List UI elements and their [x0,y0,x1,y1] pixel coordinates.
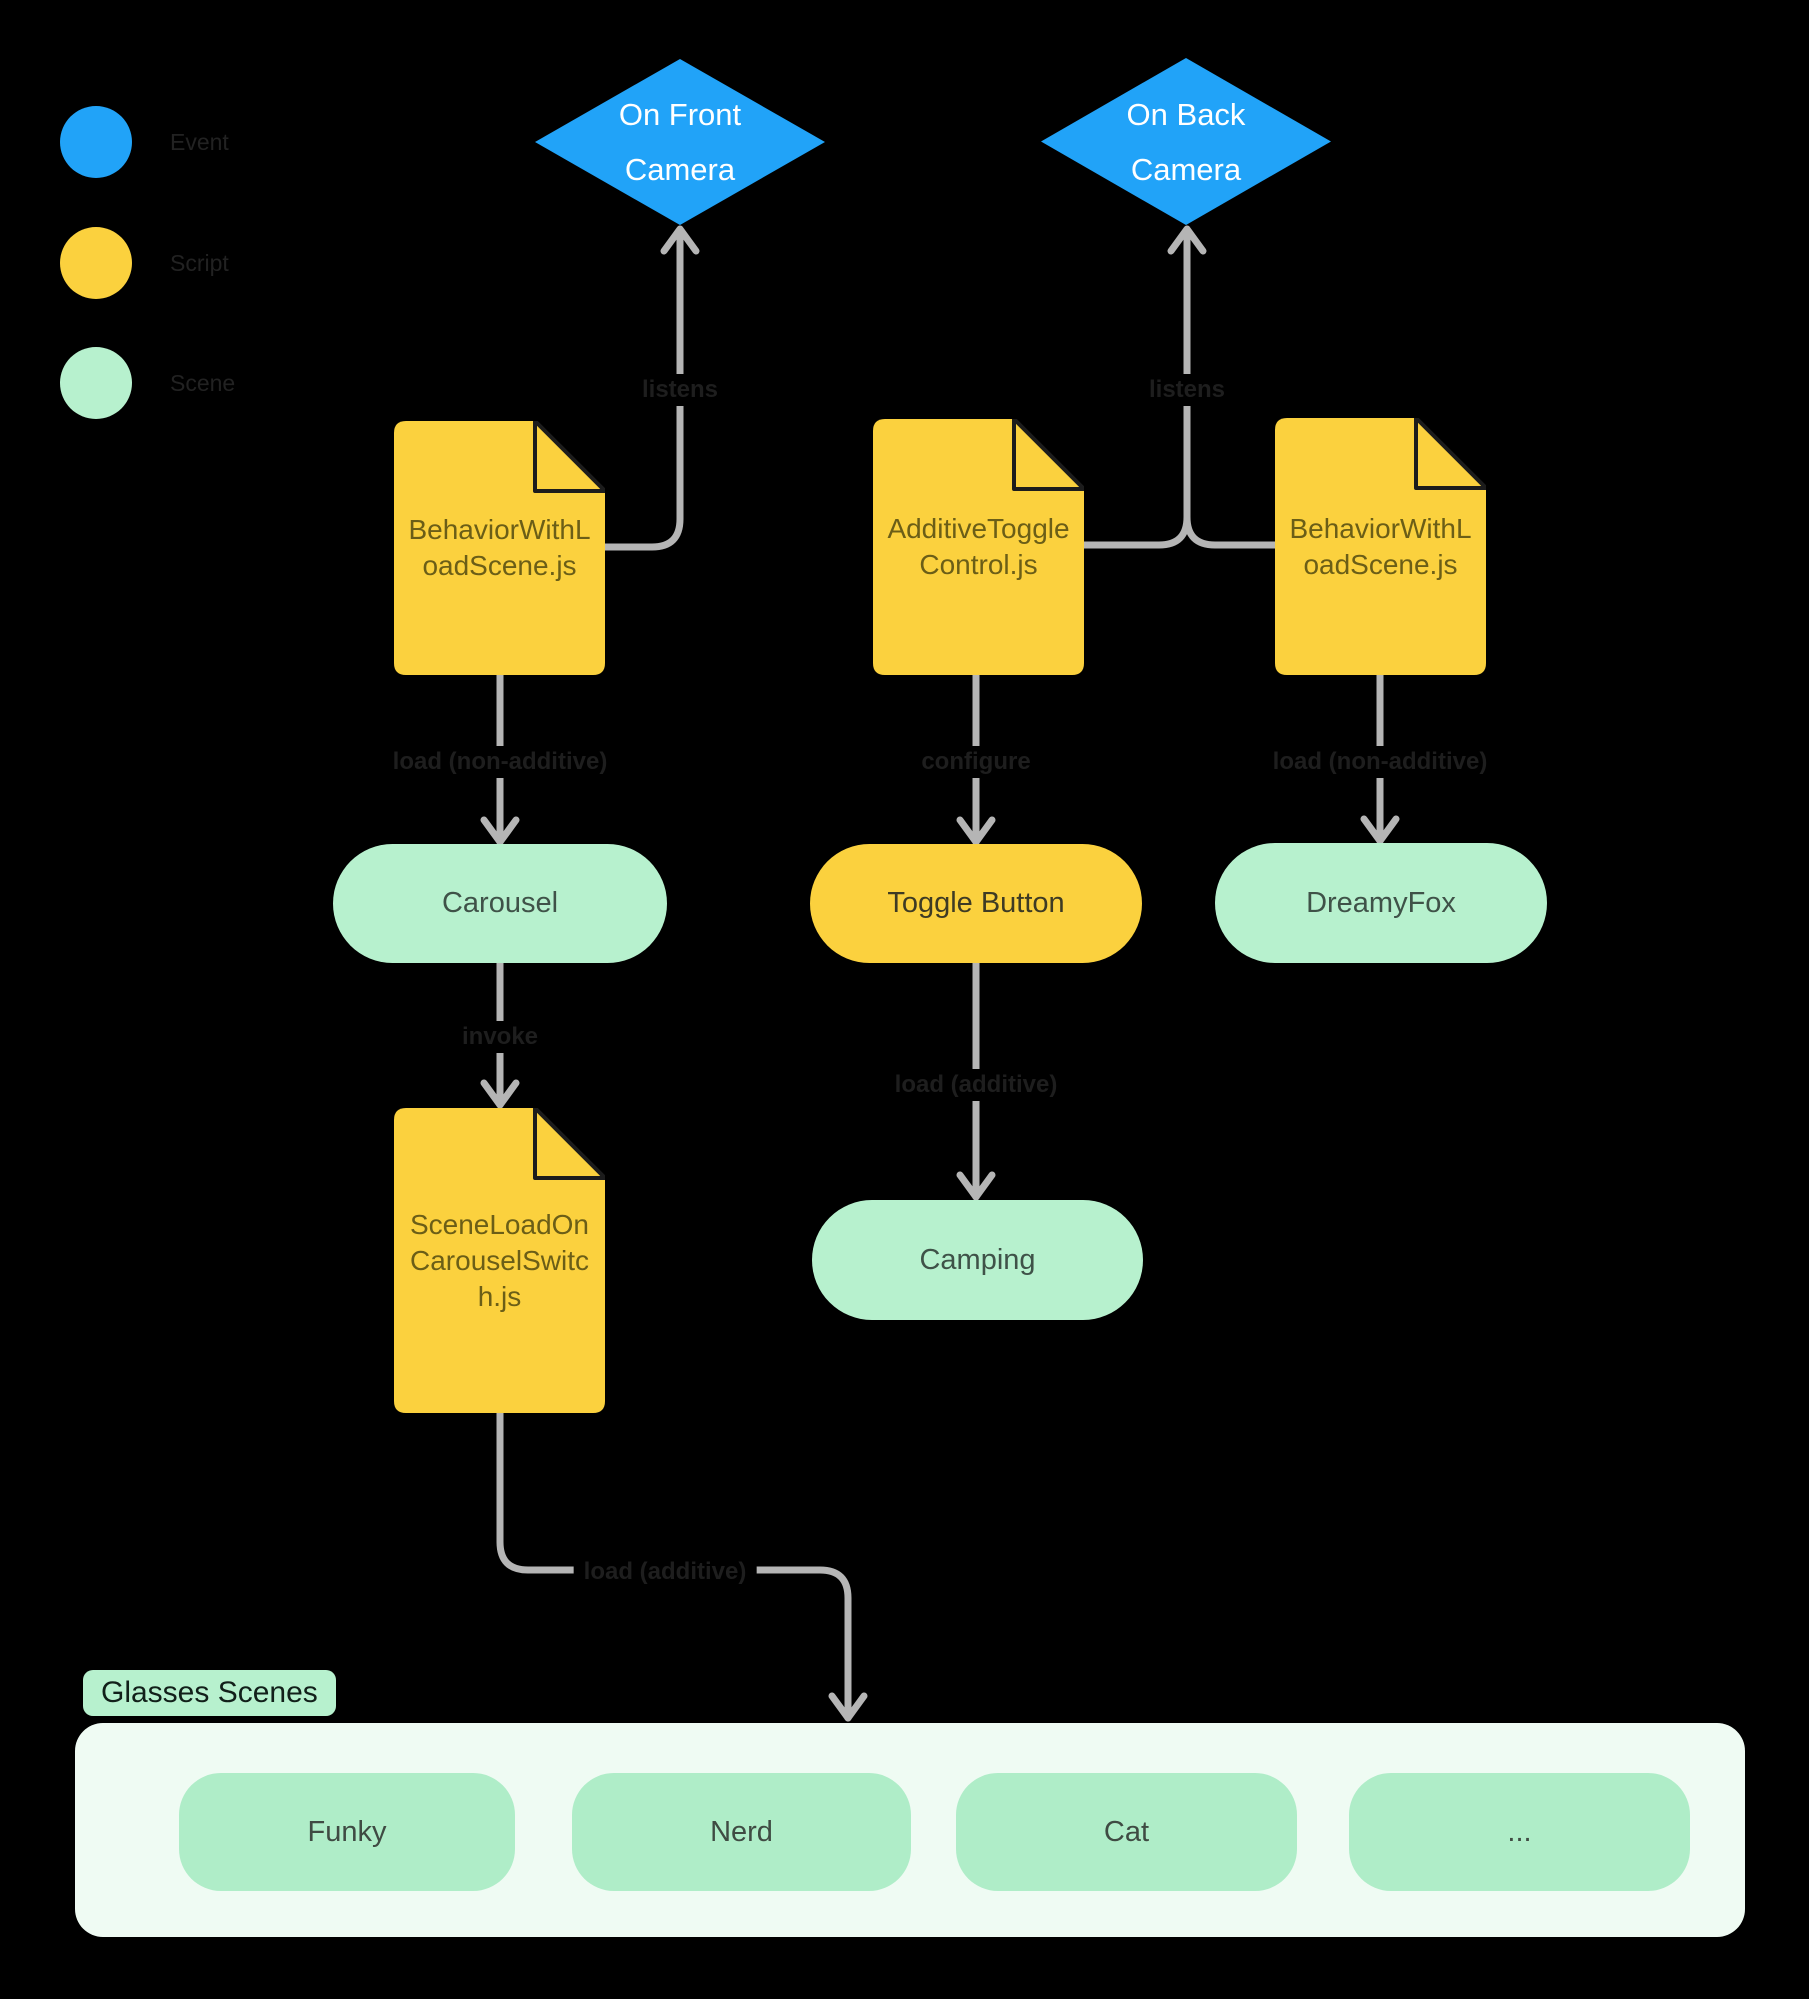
legend-label-event: Event [170,128,229,155]
arrowhead-sceneload [480,1079,520,1109]
edge-label-configure: configure [911,746,1041,778]
glasses-scenes-title: Glasses Scenes [83,1670,336,1716]
script-label: BehaviorWithL oadScene.js [408,514,591,581]
arrowhead-up-front [660,225,700,255]
legend-item-scene: Scene [60,347,235,419]
scene-item-nerd: Nerd [572,1773,911,1891]
edge-listens-back-right [1183,513,1279,549]
script-label: AdditiveToggle Control.js [887,513,1070,580]
node-scene-load-on-carousel-switch: SceneLoadOn CarouselSwitc h.js [394,1108,605,1413]
arrowhead-toggle [956,816,996,846]
file-shape-icon [873,419,1084,675]
scene-item-funky: Funky [179,1773,515,1891]
node-dreamyfox: DreamyFox [1215,843,1547,963]
edge-label-load-additive-carousel: load (additive) [573,1556,757,1588]
edge-label-listens-back: listens [1138,374,1236,406]
legend-label-script: Script [170,249,229,276]
legend-item-script: Script [60,227,229,299]
edge-label-load-non-additive-left: load (non-additive) [382,746,618,778]
edge-label-listens-front: listens [631,374,729,406]
event-legend-dot [60,106,132,178]
glasses-scenes-container: Funky Nerd Cat ... [75,1723,1745,1937]
script-label: SceneLoadOn CarouselSwitc h.js [409,1208,590,1312]
script-legend-dot [60,227,132,299]
file-shape-icon [394,421,605,675]
legend-label-scene: Scene [170,369,236,396]
node-behavior-with-load-scene-back: BehaviorWithL oadScene.js [1275,418,1486,675]
file-shape-icon [394,1108,605,1413]
node-carousel: Carousel [333,844,667,963]
legend-item-event: Event [60,106,229,178]
script-label: BehaviorWithL oadScene.js [1289,512,1472,580]
node-additive-toggle-control: AdditiveToggle Control.js [873,419,1084,675]
arrowhead-carousel [480,816,520,846]
node-behavior-with-load-scene-front: BehaviorWithL oadScene.js [394,421,605,675]
edge-listens-front [601,226,684,551]
scene-item-cat: Cat [956,1773,1297,1891]
arrowhead-camping [956,1171,996,1201]
edge-label-load-non-additive-right: load (non-additive) [1262,746,1498,778]
node-camping: Camping [812,1200,1143,1320]
edge-label-invoke: invoke [451,1021,549,1053]
scene-item-more: ... [1349,1773,1690,1891]
file-shape-icon [1275,418,1486,675]
arrowhead-dreamyfox [1360,815,1400,845]
node-toggle-button: Toggle Button [810,844,1142,963]
edge-label-load-additive-toggle: load (additive) [884,1069,1068,1101]
arrowhead-glasses-scenes [828,1692,868,1722]
scene-legend-dot [60,347,132,419]
arrowhead-up-back [1167,225,1207,255]
